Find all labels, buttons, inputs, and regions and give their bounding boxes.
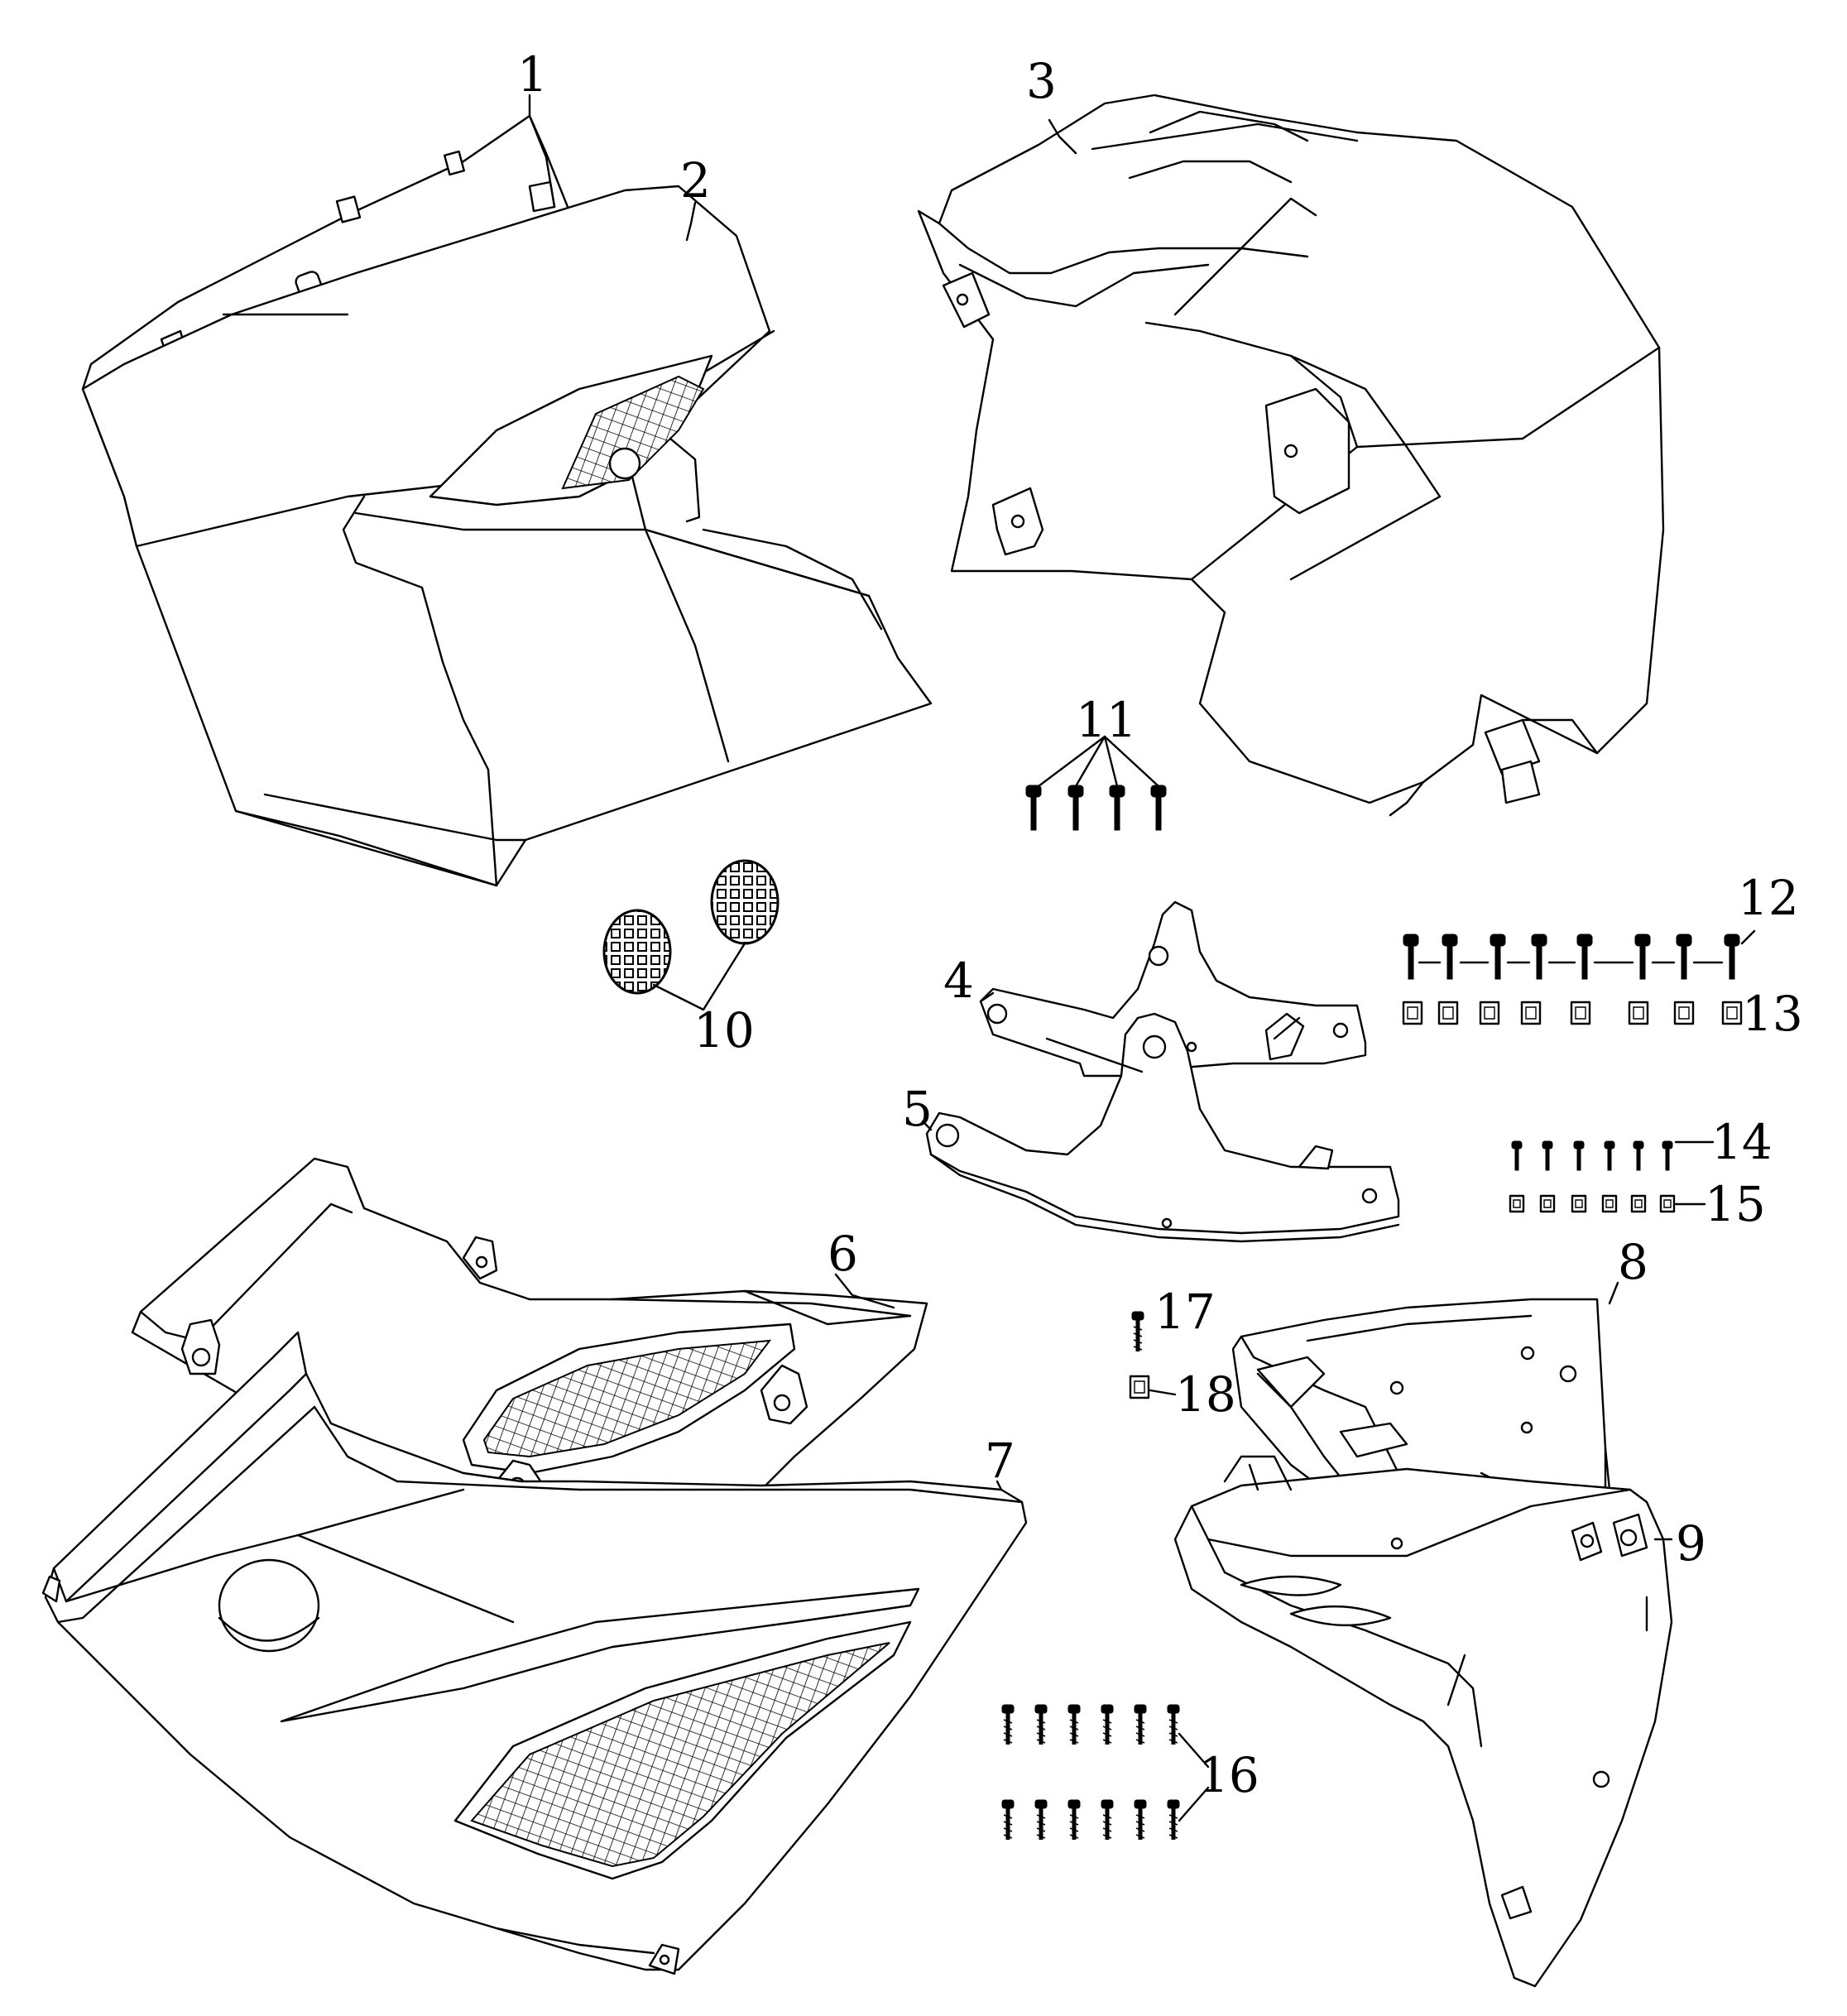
- part-14-screws: [1511, 1140, 1715, 1171]
- part-18-clip: [1129, 1375, 1177, 1399]
- label-15: 15: [1705, 1176, 1766, 1232]
- leader-lines: [528, 94, 1673, 1541]
- label-1: 1: [517, 46, 548, 103]
- part-4-bracket: [979, 900, 1367, 1078]
- part-2-front-cover: [81, 185, 933, 887]
- part-5-bracket: [925, 1012, 1400, 1243]
- part-15-clips: [1509, 1194, 1706, 1213]
- part-16-tapping-screws: [1002, 1705, 1210, 1840]
- part-17-screw: [1132, 1312, 1144, 1351]
- part-7-lower-cover: [41, 1331, 1028, 1975]
- label-7: 7: [985, 1433, 1015, 1489]
- part-9-inner-panel: [1173, 1455, 1673, 1988]
- callout-labels: 1 2 3 4 5 6 7 8 9 10 11 12 13 14 15 16 1…: [517, 46, 1803, 1803]
- label-14: 14: [1711, 1114, 1773, 1170]
- label-16: 16: [1198, 1747, 1259, 1803]
- label-3: 3: [1026, 53, 1057, 109]
- part-8-inner-panel: [1231, 1298, 1611, 1524]
- label-5: 5: [902, 1081, 933, 1137]
- part-3-rear-cover: [917, 94, 1665, 817]
- label-8: 8: [1618, 1234, 1648, 1290]
- part-12-screws: [1403, 929, 1756, 980]
- label-2: 2: [680, 152, 711, 209]
- label-4: 4: [943, 953, 974, 1009]
- label-9: 9: [1676, 1515, 1706, 1572]
- part-13-clips: [1402, 1001, 1743, 1025]
- label-11: 11: [1076, 692, 1137, 748]
- label-10: 10: [693, 1002, 755, 1058]
- label-17: 17: [1154, 1284, 1216, 1340]
- label-6: 6: [828, 1226, 858, 1282]
- part-11-screws: [1025, 735, 1167, 831]
- label-13: 13: [1742, 986, 1803, 1042]
- part-10-grille-caps: [602, 859, 780, 1011]
- label-12: 12: [1738, 870, 1799, 926]
- label-18: 18: [1175, 1366, 1236, 1423]
- part-6-side-cover: [131, 1157, 928, 1533]
